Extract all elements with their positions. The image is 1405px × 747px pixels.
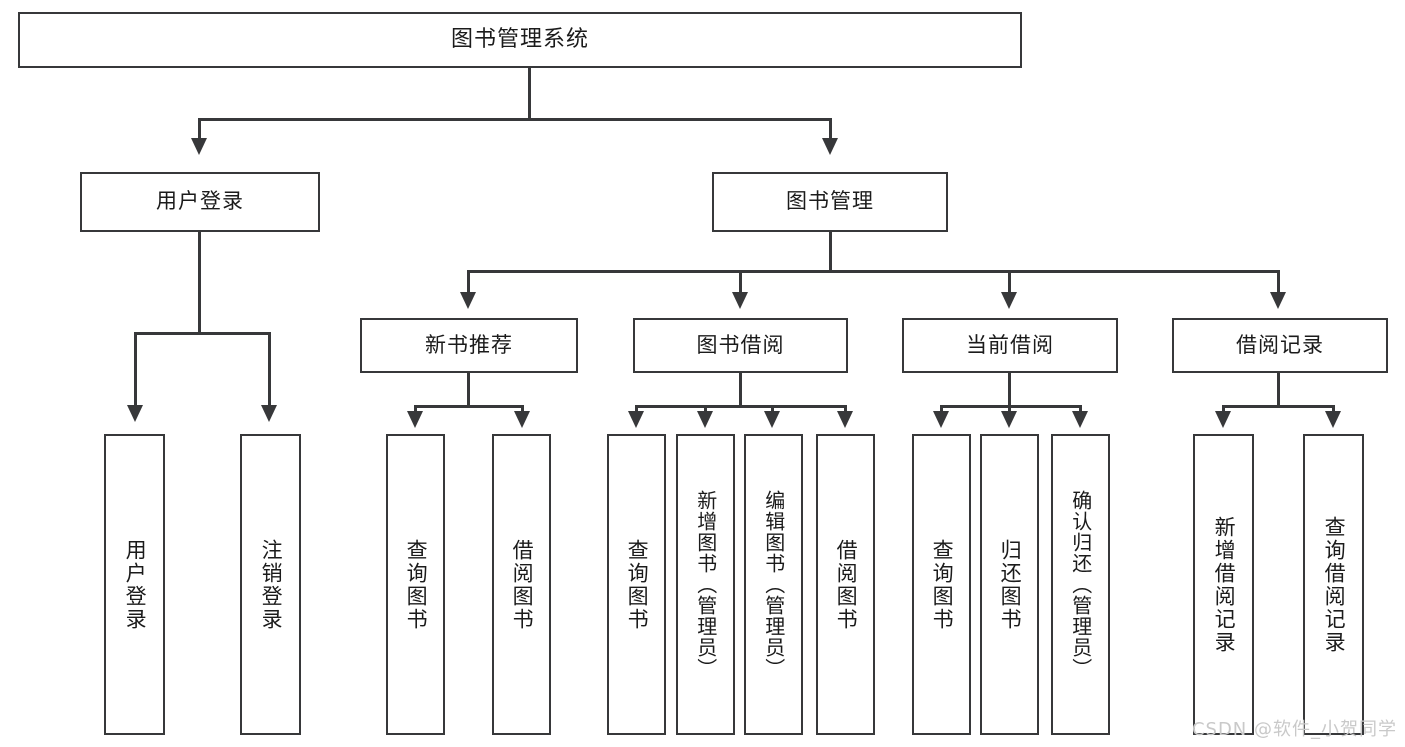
connector-bb-drop-2 [704, 405, 707, 413]
arrow-to-new-book-recommend [460, 292, 476, 309]
leaf-label: 注销登录 [259, 538, 284, 631]
arrow-to-cb-leaf-1 [933, 411, 949, 428]
connector-root-bus [198, 118, 832, 121]
arrow-to-cb-leaf-2 [1001, 411, 1017, 428]
node-label: 用户登录 [156, 189, 244, 214]
arrow-to-br-leaf-2 [1325, 411, 1341, 428]
leaf-query-book-borrow[interactable]: 查询图书 [607, 434, 666, 735]
connector-book-management-stem [829, 232, 832, 272]
arrow-to-current-borrow [1001, 292, 1017, 309]
connector-bm-drop-1 [467, 270, 470, 294]
arrow-to-nbr-leaf-1 [407, 411, 423, 428]
connector-cb-stem [1008, 373, 1011, 407]
node-new-book-recommend[interactable]: 新书推荐 [360, 318, 578, 373]
leaf-label: 用户登录 [123, 538, 148, 631]
watermark-text: CSDN @软件_小贺同学 [1191, 719, 1397, 740]
connector-root-drop-right [829, 118, 832, 140]
connector-cb-bus [940, 405, 1082, 408]
leaf-confirm-return-admin[interactable]: 确认归还（管理员） [1051, 434, 1110, 735]
connector-cb-drop-3 [1079, 405, 1082, 413]
node-label: 图书借阅 [696, 332, 785, 357]
leaf-label: 编辑图书（管理员） [761, 490, 786, 679]
connector-bb-drop-3 [771, 405, 774, 413]
connector-br-drop-1 [1222, 405, 1225, 413]
connector-cb-drop-2 [1008, 405, 1011, 413]
leaf-label: 确认归还（管理员） [1068, 490, 1093, 679]
arrow-to-borrow-record [1270, 292, 1286, 309]
node-label: 图书管理系统 [450, 26, 589, 52]
leaf-add-borrow-record[interactable]: 新增借阅记录 [1193, 434, 1254, 735]
arrow-to-book-management [822, 138, 838, 155]
leaf-label: 查询图书 [930, 538, 955, 631]
connector-user-login-drop-1 [134, 332, 137, 407]
connector-bm-drop-4 [1277, 270, 1280, 294]
arrow-to-bb-leaf-1 [628, 411, 644, 428]
connector-cb-drop-1 [940, 405, 943, 413]
leaf-user-login[interactable]: 用户登录 [104, 434, 165, 735]
leaf-label: 归还图书 [998, 538, 1023, 631]
connector-bb-drop-1 [635, 405, 638, 413]
arrow-to-br-leaf-1 [1215, 411, 1231, 428]
connector-br-bus [1222, 405, 1335, 408]
connector-bb-bus [635, 405, 847, 408]
leaf-query-book-current[interactable]: 查询图书 [912, 434, 971, 735]
node-user-login[interactable]: 用户登录 [80, 172, 320, 232]
connector-nbr-drop-1 [414, 405, 417, 413]
connector-user-login-drop-2 [268, 332, 271, 407]
node-book-management[interactable]: 图书管理 [712, 172, 948, 232]
connector-bm-drop-2 [739, 270, 742, 294]
node-label: 借阅记录 [1236, 332, 1324, 357]
leaf-borrow-book[interactable]: 借阅图书 [816, 434, 875, 735]
connector-nbr-bus [414, 405, 524, 408]
node-label: 当前借阅 [966, 332, 1054, 357]
connector-nbr-stem [467, 373, 470, 407]
connector-user-login-stem [198, 232, 201, 334]
arrow-to-logout-leaf [261, 405, 277, 422]
leaf-query-book-recommend[interactable]: 查询图书 [386, 434, 445, 735]
connector-bb-drop-4 [844, 405, 847, 413]
arrow-to-user-login [191, 138, 207, 155]
node-book-borrow[interactable]: 图书借阅 [633, 318, 848, 373]
node-label: 新书推荐 [425, 332, 513, 357]
node-borrow-record[interactable]: 借阅记录 [1172, 318, 1388, 373]
leaf-edit-book-admin[interactable]: 编辑图书（管理员） [744, 434, 803, 735]
arrow-to-bb-leaf-3 [764, 411, 780, 428]
arrow-to-bb-leaf-2 [697, 411, 713, 428]
leaf-logout[interactable]: 注销登录 [240, 434, 301, 735]
connector-book-management-bus [467, 270, 1280, 273]
connector-br-drop-2 [1332, 405, 1335, 413]
leaf-query-borrow-record[interactable]: 查询借阅记录 [1303, 434, 1364, 735]
leaf-label: 查询图书 [404, 538, 429, 631]
connector-root-stem [528, 68, 531, 120]
connector-user-login-bus [134, 332, 271, 335]
connector-bm-drop-3 [1008, 270, 1011, 294]
connector-br-stem [1277, 373, 1280, 407]
leaf-label: 借阅图书 [510, 538, 535, 631]
leaf-return-book[interactable]: 归还图书 [980, 434, 1039, 735]
arrow-to-nbr-leaf-2 [514, 411, 530, 428]
leaf-label: 借阅图书 [834, 538, 859, 631]
leaf-label: 查询图书 [625, 538, 650, 631]
connector-nbr-drop-2 [521, 405, 524, 413]
connector-bb-stem [739, 373, 742, 407]
leaf-label: 查询借阅记录 [1322, 515, 1347, 654]
connector-root-drop-left [198, 118, 201, 140]
node-root-library-system[interactable]: 图书管理系统 [18, 12, 1022, 68]
arrow-to-bb-leaf-4 [837, 411, 853, 428]
node-label: 图书管理 [786, 189, 874, 214]
arrow-to-book-borrow [732, 292, 748, 309]
leaf-label: 新增图书（管理员） [693, 490, 718, 679]
leaf-add-book-admin[interactable]: 新增图书（管理员） [676, 434, 735, 735]
leaf-label: 新增借阅记录 [1212, 515, 1237, 654]
arrow-to-cb-leaf-3 [1072, 411, 1088, 428]
arrow-to-user-login-leaf [127, 405, 143, 422]
leaf-borrow-book-recommend[interactable]: 借阅图书 [492, 434, 551, 735]
node-current-borrow[interactable]: 当前借阅 [902, 318, 1118, 373]
